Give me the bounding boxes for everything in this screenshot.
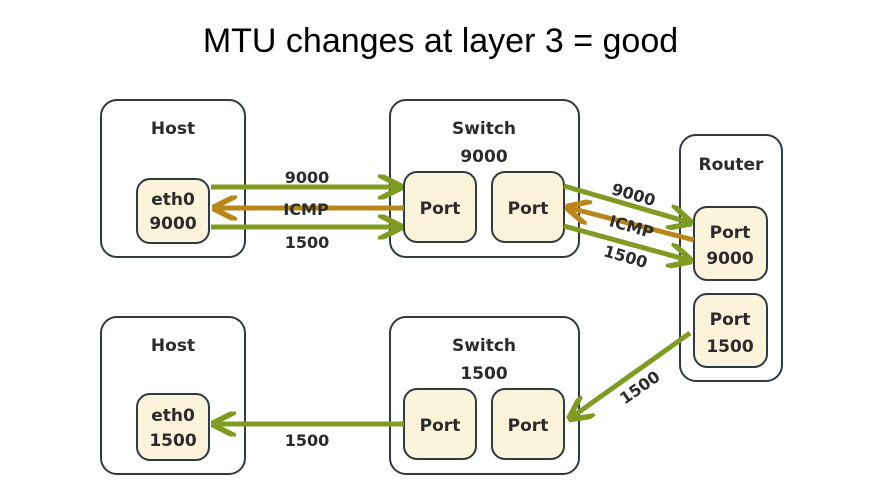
svg-text:Port: Port [710,223,751,243]
bottom-host-title: Host [151,336,195,356]
svg-text:Port: Port [508,199,549,219]
svg-text:Port: Port [508,416,549,436]
host-switch-label-1500: 1500 [285,233,330,252]
top-switch-mtu: 9000 [460,147,507,167]
slide-title: MTU changes at layer 3 = good [202,22,679,60]
top-host-title: Host [151,119,195,139]
top-host-iface: eth0 [151,190,195,210]
svg-text:Port: Port [710,310,751,330]
top-switch-box: Switch 9000 Port Port [389,99,580,258]
bottom-switch-mtu: 1500 [460,364,507,384]
router-to-switch-1500-arrow [572,330,692,417]
router-title: Router [699,155,765,175]
switch-host-label-1500: 1500 [285,431,330,450]
router-to-switch-icmp-arrow [570,208,695,243]
router-port-top: Port 9000 [693,206,768,281]
bottom-switch-title: Switch [452,336,516,356]
router-port-top-mtu: 9000 [706,249,753,269]
bottom-switch-port-left: Port [403,388,477,460]
top-host-box: Host eth0 9000 [100,99,246,258]
top-host-mtu: 9000 [149,214,196,234]
switch-to-router-9000-arrow [563,183,688,222]
router-port-bottom: Port 1500 [693,293,768,368]
top-switch-port-right: Port [491,171,565,243]
host-switch-label-icmp: ICMP [283,200,329,219]
router-box: Router Port 9000 Port 1500 [679,134,783,382]
bottom-host-mtu: 1500 [149,431,196,451]
router-switch-label-1500: 1500 [616,367,663,408]
host-switch-label-9000: 9000 [285,168,330,187]
bottom-switch-box: Switch 1500 Port Port [389,316,580,475]
router-port-bottom-mtu: 1500 [706,337,753,357]
bottom-host-iface: eth0 [151,406,195,426]
svg-text:Port: Port [420,199,461,219]
bottom-host-eth0: eth0 1500 [136,393,210,461]
top-host-eth0: eth0 9000 [136,178,210,244]
bottom-host-box: Host eth0 1500 [100,316,246,475]
svg-text:Port: Port [420,416,461,436]
switch-to-router-1500-arrow [563,223,688,260]
top-switch-title: Switch [452,119,516,139]
top-switch-port-left: Port [403,171,477,243]
bottom-switch-port-right: Port [491,388,565,460]
